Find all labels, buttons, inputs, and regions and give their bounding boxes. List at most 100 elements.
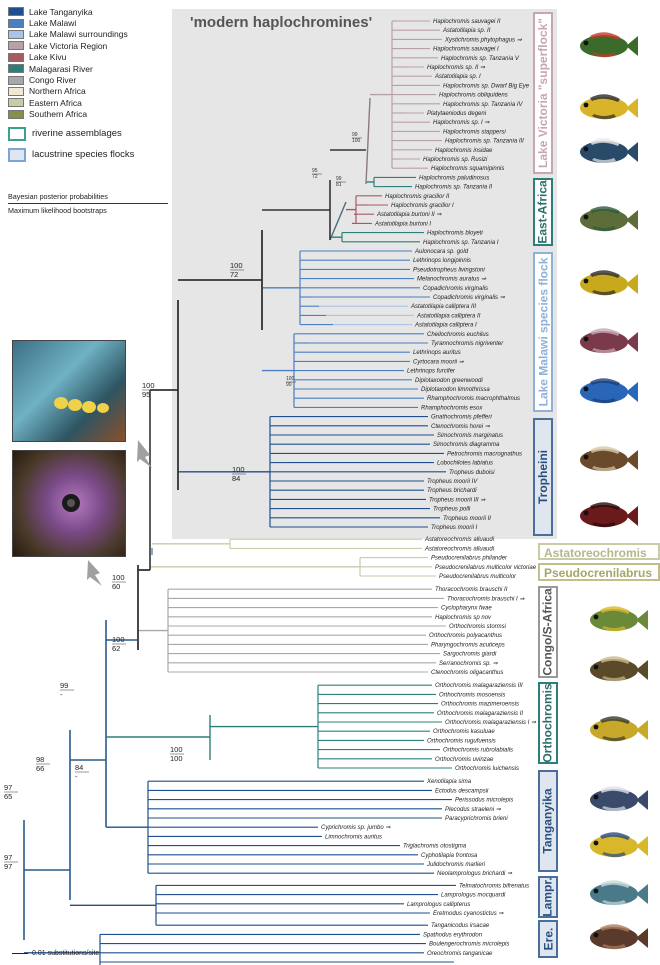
taxon-label: Oreochromis tanganicae bbox=[427, 951, 493, 957]
support-bpp: 100 bbox=[142, 381, 155, 390]
taxon-label: Orthochromis rubrolabialis bbox=[443, 748, 513, 754]
tree-branch bbox=[330, 202, 346, 240]
taxon-label: Astatotilapia burtoni II ⇒ bbox=[376, 212, 442, 218]
taxon-label: Astatotilapia calliptera II bbox=[416, 313, 481, 319]
arrow-icon bbox=[87, 560, 102, 586]
clade-tanganyika: Tanganyika bbox=[538, 770, 558, 872]
taxon-label: Melanochromis auratus ⇒ bbox=[417, 277, 487, 283]
support-bpp: 100 bbox=[170, 745, 183, 754]
taxon-label: Petrochromis macrognathus bbox=[447, 451, 522, 457]
taxon-label: Thoracochromis brauschi II bbox=[435, 587, 508, 593]
clade-astatoreochromis: Astatoreochromis bbox=[538, 543, 660, 560]
scale-label: 0.01 substitutions/site bbox=[32, 950, 99, 957]
fish-illustration bbox=[574, 440, 640, 480]
taxon-label: Haplochromis squamipinnis bbox=[431, 166, 504, 172]
support-bpp: 100 bbox=[232, 465, 245, 474]
fish-illustration bbox=[574, 88, 640, 128]
taxon-label: Haplochromis sp. II ⇒ bbox=[427, 65, 486, 71]
taxon-label: Tropheus moorii II bbox=[443, 516, 491, 522]
clade-congo: Congo/S-Africa bbox=[538, 586, 558, 678]
taxon-label: Astatoreochromis alluaudi bbox=[424, 546, 495, 552]
support-bpp: 99 bbox=[60, 681, 68, 690]
support-ml: 97 bbox=[4, 862, 12, 871]
taxon-label: Cyprichromis sp. jumbo ⇒ bbox=[321, 825, 391, 831]
taxon-label: Lethrinops furcifer bbox=[407, 369, 456, 375]
taxon-label: Pseudocrenilabrus multicolor victoriae bbox=[435, 565, 537, 571]
clade-orthochromis: Orthochromis bbox=[538, 682, 558, 764]
taxon-label: Lamprologus mocquardi bbox=[441, 893, 506, 899]
taxon-label: Copadichromis virginalis bbox=[423, 286, 488, 292]
taxon-label: Telmatochromis bifrenatus bbox=[459, 883, 529, 889]
fish-illustration bbox=[574, 496, 640, 536]
taxon-label: Haplochromis obliquidens bbox=[439, 93, 508, 99]
support-ml: 84 bbox=[232, 474, 240, 483]
taxon-label: Haplochromis gracilior II bbox=[385, 194, 450, 200]
support-ml: - bbox=[60, 690, 63, 699]
taxon-label: Haplochromis stappersi bbox=[443, 129, 506, 135]
clade-ere: Ere. bbox=[538, 920, 558, 958]
taxon-label: Pharyngochromis acuticeps bbox=[431, 642, 505, 648]
tree-branch bbox=[366, 98, 370, 184]
support-ml: 95 bbox=[142, 390, 150, 399]
taxon-label: Orthochromis malagaraziensis III bbox=[435, 683, 523, 689]
taxon-label: Cheilochromis euchilus bbox=[427, 332, 489, 338]
taxon-label: Haplochromis sp. Rusizi bbox=[423, 157, 488, 163]
taxon-label: Diplotaxodon limnothrissa bbox=[421, 387, 490, 393]
fish-illustration bbox=[574, 322, 640, 362]
taxon-label: Haplochromis sp. Dwarf Big Eye bbox=[443, 83, 530, 89]
taxon-label: Perissodus microlepis bbox=[455, 798, 513, 804]
support-ml: 100 bbox=[170, 754, 183, 763]
support-bpp: 100 bbox=[112, 635, 125, 644]
taxon-label: Lethrinops auritus bbox=[413, 350, 461, 356]
taxon-label: Aulonocara sp. gold bbox=[414, 249, 469, 255]
support-bpp: 100 bbox=[112, 573, 125, 582]
taxon-label: Haplochromis sauvagei I bbox=[433, 47, 499, 53]
fish-illustration bbox=[584, 710, 650, 750]
taxon-label: Tropheus moorii III ⇒ bbox=[429, 497, 486, 503]
taxon-label: Orthochromis luichensis bbox=[455, 766, 519, 772]
taxon-label: Pseudocrenilabrus multicolor bbox=[439, 574, 517, 580]
support-ml: 81 bbox=[336, 182, 342, 188]
fish-illustration bbox=[584, 780, 650, 820]
taxon-label: Orthochromis malagaraziensis I ⇒ bbox=[445, 720, 537, 726]
taxon-label: Lobochilotes labiatus bbox=[437, 461, 493, 467]
taxon-label: Cyrtocara moorii ⇒ bbox=[413, 359, 465, 365]
support-bpp: 97 bbox=[4, 783, 12, 792]
taxon-label: Haplochromis sp. Tanzania IV bbox=[443, 102, 523, 108]
fish-illustration bbox=[574, 26, 640, 66]
taxon-label: Cyphotilapia frontosa bbox=[421, 853, 478, 859]
clade-tropheini: Tropheini bbox=[533, 418, 553, 536]
taxon-label: Cyclopharynx fwae bbox=[441, 606, 492, 612]
support-bpp: 100 bbox=[230, 261, 243, 270]
taxon-label: Tropheus moorii IV bbox=[427, 479, 478, 485]
taxon-label: Astatoreochromis alluaudi bbox=[424, 537, 495, 543]
taxon-label: Plecodus straeleni ⇒ bbox=[445, 807, 502, 813]
fish-illustration bbox=[574, 264, 640, 304]
taxon-label: Orthochromis malagaraziensis II bbox=[437, 711, 523, 717]
taxon-label: Diplotaxodon greenwoodi bbox=[415, 378, 483, 384]
support-ml: 72 bbox=[230, 270, 238, 279]
support-ml: 65 bbox=[4, 792, 12, 801]
taxon-label: Serranochromis sp. ⇒ bbox=[439, 661, 499, 667]
clade-pseudocrenilabrus: Pseudocrenilabrus bbox=[538, 563, 660, 581]
taxon-label: Tanganicodus irsacae bbox=[431, 923, 490, 929]
support-bpp: 84 bbox=[75, 763, 83, 772]
taxon-label: Haplochromis sauvagei II bbox=[433, 19, 501, 25]
taxon-label: Astatotilapia calliptera I bbox=[414, 323, 477, 329]
taxon-label: Ctenochromis oligacanthus bbox=[431, 670, 503, 676]
taxon-label: Boulengerochromis microlepis bbox=[429, 942, 509, 948]
taxon-label: Thoracochromis brauschi I ⇒ bbox=[447, 596, 525, 602]
taxon-label: Simochromis marginatus bbox=[437, 433, 503, 439]
fish-illustration bbox=[574, 372, 640, 412]
taxon-label: Orthochromis rugufuensis bbox=[427, 738, 496, 744]
taxon-label: Tyrannochromis nigriventer bbox=[431, 341, 504, 347]
taxon-label: Spathodus erythrodon bbox=[423, 932, 483, 938]
taxon-label: Limnochromis auritus bbox=[325, 834, 382, 840]
taxon-label: Haplochromis sp. Tanzania I bbox=[423, 240, 499, 246]
clade-malawi: Lake Malawi species flock bbox=[533, 252, 553, 412]
taxon-label: Ectodus descampsii bbox=[435, 788, 489, 794]
taxon-label: Tropheus moorii I bbox=[431, 525, 478, 531]
taxon-label: Rhamphochromis macrophthalmus bbox=[427, 396, 520, 402]
taxon-label: Haplochromis gracilior I bbox=[391, 203, 454, 209]
